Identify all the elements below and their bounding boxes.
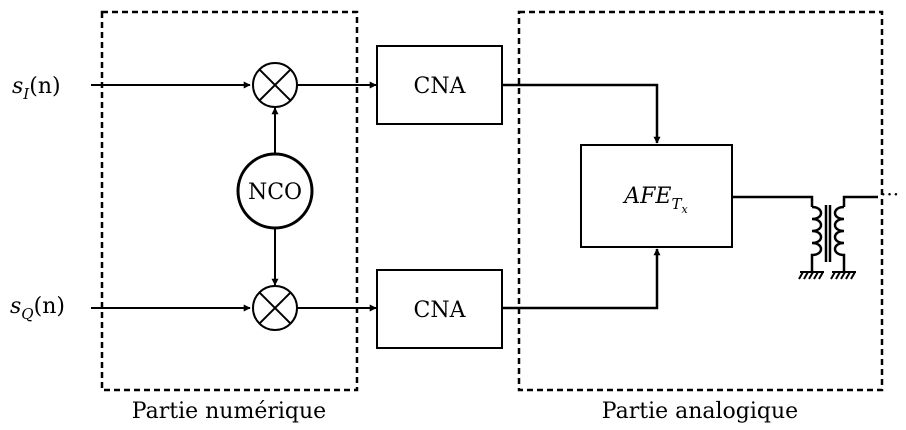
afe-tx-label: AFETx bbox=[622, 184, 688, 216]
dac-top-to-afe-wire bbox=[502, 83, 661, 144]
ground-icon-left bbox=[798, 271, 824, 280]
input-q-label: sQ(n) bbox=[10, 294, 65, 323]
dac-top-label: CNA bbox=[414, 74, 467, 99]
dac-top-block bbox=[376, 45, 503, 125]
mixer-bottom bbox=[252, 285, 298, 331]
digital-part-label: Partie numérique bbox=[132, 399, 326, 424]
dac-bottom-to-afe-wire bbox=[502, 248, 661, 310]
analog-part-region bbox=[517, 10, 884, 392]
digital-part-region bbox=[100, 10, 359, 392]
afe-output-wire bbox=[732, 195, 814, 207]
transformer-icon bbox=[810, 195, 878, 272]
nco-label: NCO bbox=[248, 180, 302, 205]
ground-icon-right bbox=[830, 271, 856, 280]
dac-bottom-block bbox=[376, 269, 503, 349]
analog-part-label: Partie analogique bbox=[602, 399, 798, 424]
output-ellipsis: ··· bbox=[880, 182, 899, 206]
mixer-top bbox=[252, 62, 298, 108]
input-i-label: sI(n) bbox=[12, 74, 61, 103]
dac-bottom-label: CNA bbox=[414, 298, 467, 323]
